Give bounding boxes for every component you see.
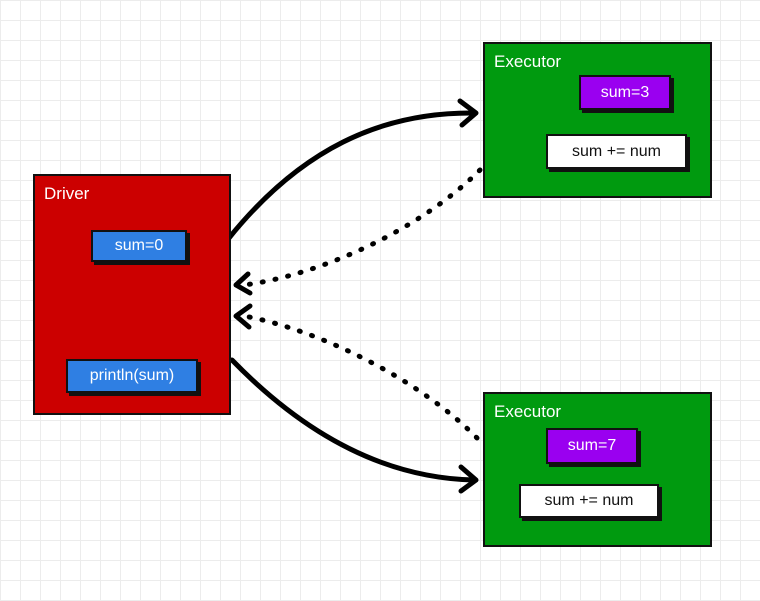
executor-1-sum-chip: sum=3 [579,75,671,110]
executor-node-1: Executor sum=3 sum += num [483,42,712,198]
arrow-driver-to-executor-1 [226,110,477,241]
dotted-arrowhead-driver-lower [233,303,253,330]
arrow-driver-to-executor-2 [229,357,477,483]
executor-2-op-chip: sum += num [519,484,659,518]
executor-1-title: Executor [494,52,562,71]
executor-1-op-chip: sum += num [546,134,687,169]
arrowhead-executor-1 [457,98,479,128]
dotted-return-executor-2 [241,313,480,441]
dotted-return-executor-1 [241,167,483,288]
executor-2-sum-chip: sum=7 [546,428,638,464]
executor-2-title: Executor [494,402,562,421]
driver-node: Driver sum=0 println(sum) [33,174,231,415]
driver-sum-chip: sum=0 [91,230,187,262]
executor-node-2: Executor sum=7 sum += num [483,392,712,547]
arrowhead-executor-2 [458,464,479,494]
driver-println-chip: println(sum) [66,359,198,393]
dotted-arrowhead-driver-upper [233,271,253,296]
driver-title: Driver [44,184,90,203]
